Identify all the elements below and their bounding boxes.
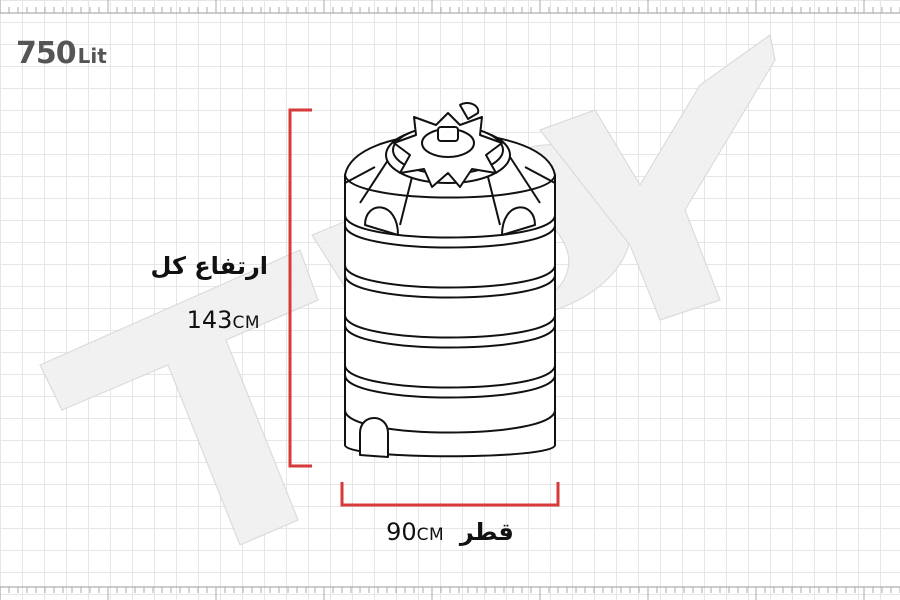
- diameter-number: 90: [386, 518, 417, 546]
- water-tank-icon: [344, 102, 556, 458]
- diameter-unit: CM: [416, 525, 445, 545]
- diameter-label: قطر: [459, 518, 514, 546]
- height-value: 143CM: [187, 306, 260, 334]
- capacity-value: 750: [16, 36, 77, 71]
- height-dimension-line: [288, 108, 312, 468]
- bottom-ruler: [0, 586, 900, 600]
- height-number: 143: [186, 306, 233, 334]
- height-label: ارتفاع کل: [150, 252, 268, 280]
- diameter-dimension-line: [340, 482, 560, 507]
- top-ruler: [0, 0, 900, 14]
- diameter-row: 90CM قطر: [0, 518, 900, 546]
- height-unit: CM: [232, 313, 260, 333]
- capacity-unit: Lit: [77, 44, 107, 68]
